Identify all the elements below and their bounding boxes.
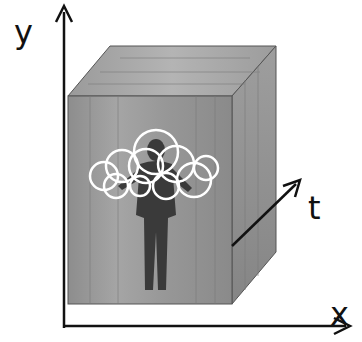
- t-axis: [232, 184, 296, 246]
- texture: [88, 58, 260, 304]
- feature-circles: [90, 130, 218, 199]
- x-axis: [64, 325, 346, 328]
- axis-label: t: [308, 192, 321, 224]
- cube-side: [232, 46, 276, 304]
- cube-front: [68, 96, 232, 304]
- axis-label: y: [14, 16, 33, 48]
- arrow-head: [283, 180, 300, 197]
- person-silhouette: [118, 139, 192, 290]
- arrow-head: [56, 6, 72, 22]
- axis-label: x: [330, 298, 349, 330]
- y-axis: [63, 12, 66, 328]
